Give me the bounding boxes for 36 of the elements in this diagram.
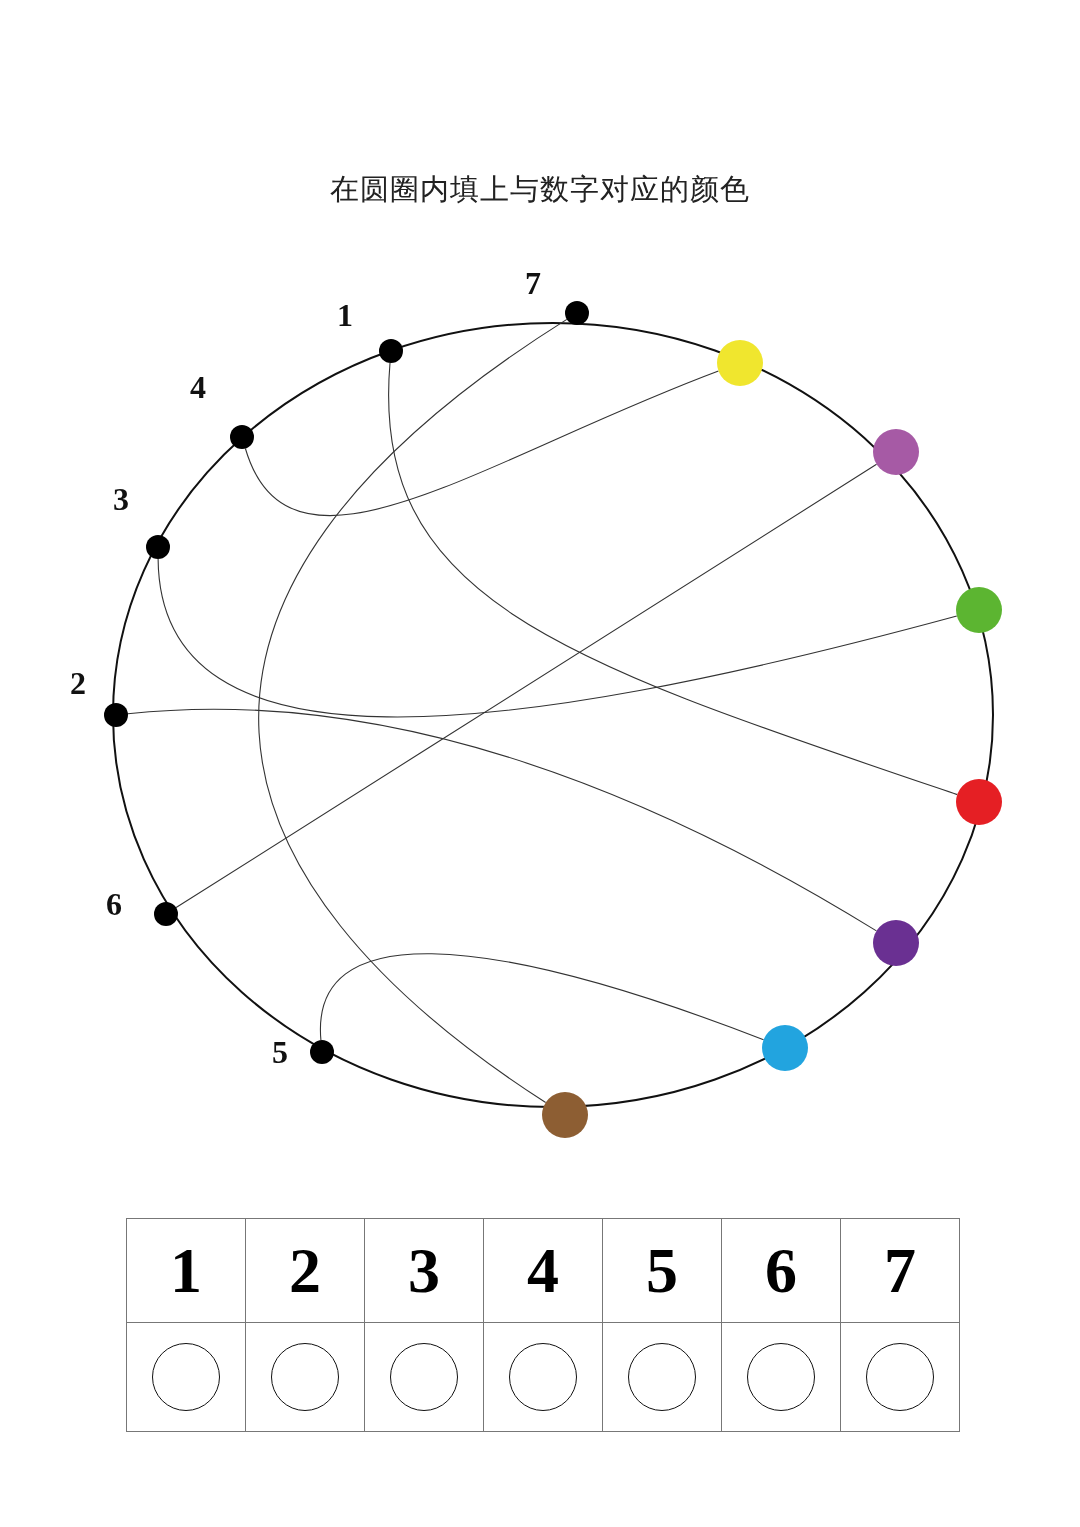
number-label: 5	[272, 1036, 288, 1068]
dot	[956, 779, 1002, 825]
connecting-line	[320, 953, 765, 1041]
dot	[146, 535, 170, 559]
number-cell: 4	[483, 1218, 603, 1323]
number-label: 1	[337, 299, 353, 331]
number-label: 3	[113, 483, 129, 515]
dot	[104, 703, 128, 727]
number-cell: 2	[245, 1218, 365, 1323]
connecting-line	[127, 709, 877, 932]
connecting-line	[157, 558, 958, 718]
dot	[154, 902, 178, 926]
number-cell: 6	[721, 1218, 841, 1323]
dot	[956, 587, 1002, 633]
number-cell: 1	[126, 1218, 246, 1323]
number-cell: 7	[840, 1218, 960, 1323]
dot	[542, 1092, 588, 1138]
dot	[565, 301, 589, 325]
connecting-line	[388, 362, 958, 796]
dot	[379, 339, 403, 363]
number-label: 7	[525, 267, 541, 299]
dot	[873, 429, 919, 475]
number-label: 2	[70, 667, 86, 699]
dot	[310, 1040, 334, 1064]
connecting-line	[175, 463, 878, 909]
number-label: 4	[190, 371, 206, 403]
dot	[762, 1025, 808, 1071]
connecting-line	[244, 370, 719, 517]
number-cell: 5	[602, 1218, 722, 1323]
connecting-line	[258, 318, 568, 1104]
number-label: 6	[106, 888, 122, 920]
dot	[717, 340, 763, 386]
number-cell: 3	[364, 1218, 484, 1323]
dot	[230, 425, 254, 449]
dot	[873, 920, 919, 966]
worksheet-title: 在圆圈内填上与数字对应的颜色	[329, 171, 751, 208]
